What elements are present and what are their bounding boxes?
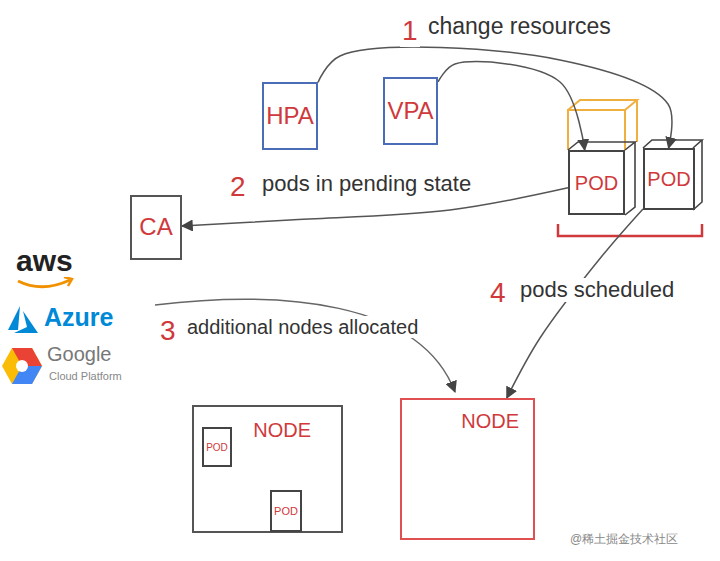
box-label: VPA — [387, 98, 433, 124]
cloud-provider-logo: Google — [45, 343, 114, 365]
box-label: POD — [274, 505, 298, 517]
vpa-box: VPA — [383, 77, 438, 145]
cloud-provider-logo: aws — [14, 244, 75, 277]
box-label: CA — [139, 214, 172, 240]
step-text: additional nodes allocated — [185, 316, 420, 338]
pod-box: POD — [643, 148, 695, 210]
small-pod-box: POD — [202, 427, 232, 467]
step-text: pods scheduled — [518, 278, 676, 302]
aws-smile — [18, 280, 70, 287]
box-label: HPA — [266, 103, 314, 129]
gcp-icon — [2, 348, 42, 384]
pod-group-bracket — [558, 224, 702, 236]
flow-arrow — [507, 209, 643, 398]
resized-pod-outline — [568, 100, 637, 150]
step-text: pods in pending state — [260, 172, 473, 196]
box-label: POD — [575, 172, 618, 194]
cluster-autoscaler-box: CA — [130, 195, 182, 260]
small-pod-box: POD — [270, 490, 302, 532]
box-label: NODE — [253, 419, 311, 441]
azure-icon — [8, 306, 38, 333]
callout-number: 2 — [228, 172, 248, 203]
box-label: NODE — [461, 410, 519, 432]
allocation-arrow — [155, 299, 455, 392]
callout-number: 1 — [400, 16, 420, 47]
watermark: @稀土掘金技术社区 — [568, 533, 680, 546]
box-label: POD — [647, 168, 690, 190]
node-box: NODE — [400, 398, 535, 540]
callout-number: 4 — [488, 278, 508, 309]
cloud-provider-logo: Azure — [42, 304, 115, 332]
callout-number: 3 — [158, 316, 178, 347]
box-label: POD — [206, 442, 228, 453]
flow-arrow — [438, 62, 585, 150]
pod-box: POD — [568, 150, 625, 215]
hpa-box: HPA — [262, 82, 318, 150]
step-text: change resources — [426, 14, 613, 39]
cloud-provider-logo: Cloud Platform — [47, 370, 124, 382]
aws-smile-tip — [64, 277, 72, 286]
node-box: NODE POD POD — [192, 405, 343, 533]
